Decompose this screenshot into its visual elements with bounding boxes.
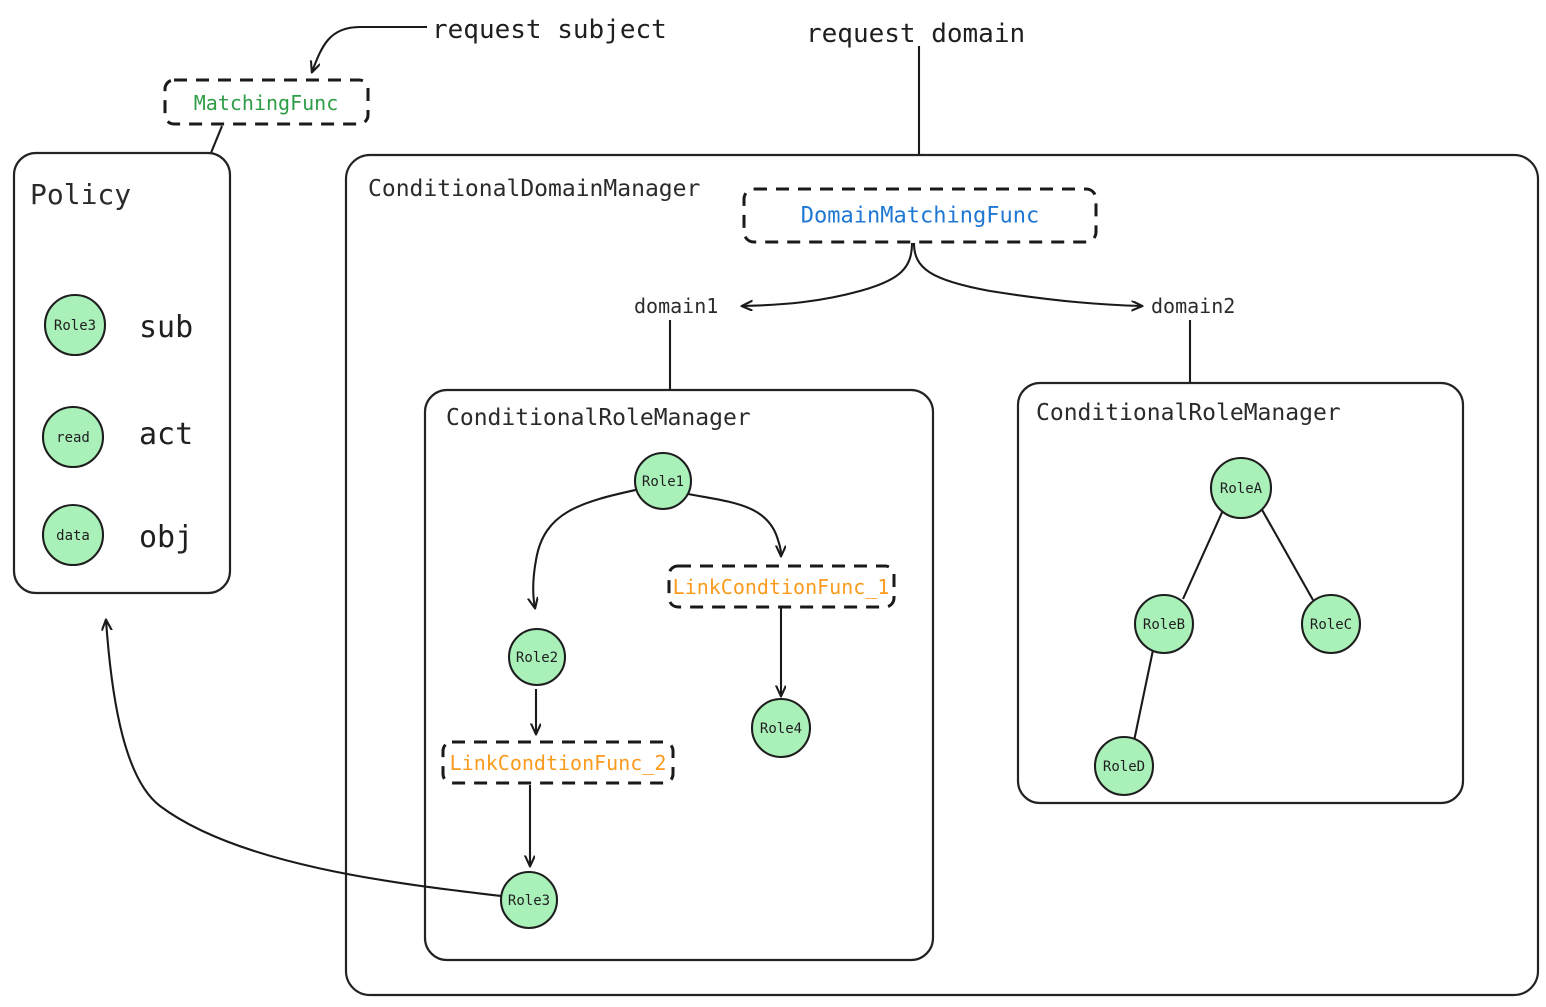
policy-title: Policy [30, 178, 131, 211]
matching-func-label: MatchingFunc [194, 91, 339, 115]
edge-role1-role2 [533, 487, 641, 608]
policy-row-sub: Role3 sub [43, 293, 193, 357]
edge-role3-to-policy [106, 620, 502, 898]
role-manager-domain2-title: ConditionalRoleManager [1036, 400, 1341, 426]
node-roleC-label: RoleC [1310, 617, 1352, 633]
role-manager-domain1-box [423, 388, 935, 962]
policy-field-obj: obj [139, 520, 193, 555]
policy-field-sub: sub [139, 310, 193, 345]
node-roleC[interactable] [1300, 593, 1362, 655]
node-roleA-label: RoleA [1220, 481, 1263, 497]
link-condtion-func-2-outline [441, 740, 675, 785]
role-manager-domain2-box [1016, 381, 1465, 805]
edge-roleA-roleC [1260, 507, 1314, 601]
request-subject-label: request subject [432, 15, 667, 45]
edge-roleB-roleD [1132, 649, 1155, 742]
policy-row-obj: data obj [41, 503, 193, 567]
conditional-domain-manager-title: ConditionalDomainManager [368, 176, 700, 202]
policy-node-role3-label: Role3 [54, 318, 96, 334]
node-role2-label: Role2 [516, 650, 558, 666]
edge-roleA-roleB [1182, 507, 1225, 600]
role-manager-domain1-title: ConditionalRoleManager [446, 405, 751, 431]
annotation-request-subject: request subject [312, 15, 667, 72]
request-domain-label: request domain [806, 19, 1025, 49]
node-role4-label: Role4 [760, 721, 802, 737]
edge-role1-linkfunc1 [687, 492, 781, 556]
link-condtion-func-2-label: LinkCondtionFunc_2 [450, 751, 667, 775]
role-manager-domain1: ConditionalRoleManager Role1 LinkCondtio… [423, 388, 935, 962]
node-roleD-label: RoleD [1103, 759, 1145, 775]
link-condtion-func-1-label: LinkCondtionFunc_1 [673, 575, 890, 599]
policy-box-outline [12, 151, 232, 595]
policy-node-data-label: data [56, 528, 90, 544]
node-role3[interactable] [499, 870, 559, 930]
policy-row-act: read act [41, 405, 193, 469]
domain1-label: domain1 [634, 294, 718, 318]
domain-matching-func-box-outline [742, 187, 1098, 244]
node-role1-label: Role1 [642, 474, 684, 490]
node-roleB[interactable] [1133, 593, 1195, 655]
matching-func-box-outline [163, 78, 370, 126]
policy-field-act: act [139, 417, 193, 452]
link-condtion-func-1-outline [667, 564, 896, 609]
node-role3-label: Role3 [508, 893, 550, 909]
domain1-branch-arrow [742, 242, 914, 306]
policy-node-data[interactable] [41, 503, 105, 567]
policy-node-read[interactable] [41, 405, 105, 469]
link-condtion-func-1-box[interactable]: LinkCondtionFunc_1 [667, 564, 896, 609]
node-roleB-label: RoleB [1143, 617, 1185, 633]
node-role4[interactable] [750, 697, 812, 759]
role-manager-domain2: ConditionalRoleManager RoleA RoleB RoleC… [1016, 381, 1465, 805]
domain2-label: domain2 [1151, 294, 1235, 318]
matching-func-box[interactable]: MatchingFunc [163, 78, 370, 126]
node-roleA[interactable] [1209, 456, 1273, 520]
node-roleD[interactable] [1093, 735, 1155, 797]
annotation-request-domain: request domain [806, 19, 1025, 178]
request-subject-arrow [312, 25, 427, 72]
policy-node-role3[interactable] [43, 293, 107, 357]
node-role1[interactable] [633, 451, 693, 511]
node-role2[interactable] [507, 627, 567, 687]
link-condtion-func-2-box[interactable]: LinkCondtionFunc_2 [441, 740, 675, 785]
domain-matching-func-label: DomainMatchingFunc [801, 204, 1039, 229]
domain2-branch-arrow [912, 242, 1142, 306]
policy-node-read-label: read [56, 430, 90, 446]
domain-matching-func-box[interactable]: DomainMatchingFunc [742, 187, 1098, 244]
policy-box: Policy Role3 sub read act data obj [12, 151, 232, 595]
